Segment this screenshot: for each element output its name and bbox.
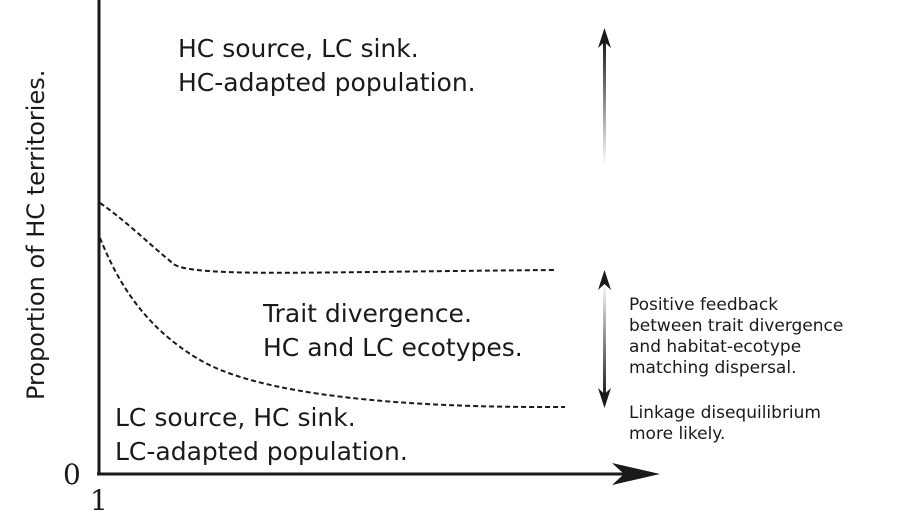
region-top-line-2: HC-adapted population. [178,68,476,97]
feedback-annotation: Positive feedback between trait divergen… [629,295,843,379]
feedback-line-4: matching dispersal. [629,358,797,378]
region-middle-line-1: Trait divergence. [263,299,472,328]
linkage-line-2: more likely. [629,424,726,444]
y-origin-label: 0 [63,458,81,491]
lower-boundary-curve [99,237,566,409]
region-bottom-line-1: LC source, HC sink. [115,403,356,432]
lower-arrow-bottom-head [598,388,611,408]
diagram-canvas: Proportion of HC territories. 0 1 HC sou… [22,0,843,517]
lower-arrow-shaft [603,282,606,397]
lower-arrow-top-head [598,270,611,290]
linkage-line-1: Linkage disequilibrium [629,403,821,423]
region-middle-label: Trait divergence. HC and LC ecotypes. [263,297,523,365]
feedback-line-1: Positive feedback [629,295,779,315]
linkage-annotation: Linkage disequilibrium more likely. [629,403,821,445]
feedback-line-3: and habitat-ecotype [629,337,802,357]
upper-arrow-head [598,28,611,48]
region-bottom-line-2: LC-adapted population. [115,437,408,466]
region-top-line-1: HC source, LC sink. [178,34,419,63]
region-top-label: HC source, LC sink. HC-adapted populatio… [178,32,476,100]
x-axis-arrowhead [612,463,660,485]
feedback-line-2: between trait divergence [629,316,844,336]
region-bottom-label: LC source, HC sink. LC-adapted populatio… [115,401,408,469]
diagram-graphics [97,0,660,485]
y-axis-label: Proportion of HC territories. [22,69,50,400]
x-origin-label: 1 [90,484,108,517]
upper-boundary-curve [99,202,556,274]
region-middle-line-2: HC and LC ecotypes. [263,333,523,362]
upper-arrow-shaft [603,40,606,165]
